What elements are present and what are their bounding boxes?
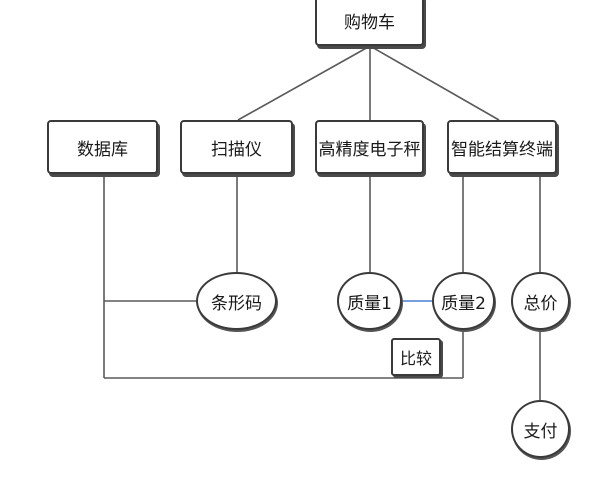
weight1-node: 质量1 — [337, 272, 402, 330]
weight2-node: 质量2 — [432, 272, 495, 330]
scanner-box: 扫描仪 — [180, 120, 293, 174]
link-cart-scanner — [237, 45, 371, 121]
total-node: 总价 — [511, 272, 570, 330]
compare-label: 比较 — [391, 338, 441, 376]
scale-box: 高精度电子秤 — [315, 120, 424, 174]
payment-node: 支付 — [511, 400, 570, 458]
database-box: 数据库 — [47, 120, 158, 174]
cart-box: 购物车 — [315, 0, 424, 46]
link-cart-terminal — [369, 45, 500, 121]
terminal-box: 智能结算终端 — [447, 120, 557, 174]
barcode-node: 条形码 — [196, 272, 277, 330]
